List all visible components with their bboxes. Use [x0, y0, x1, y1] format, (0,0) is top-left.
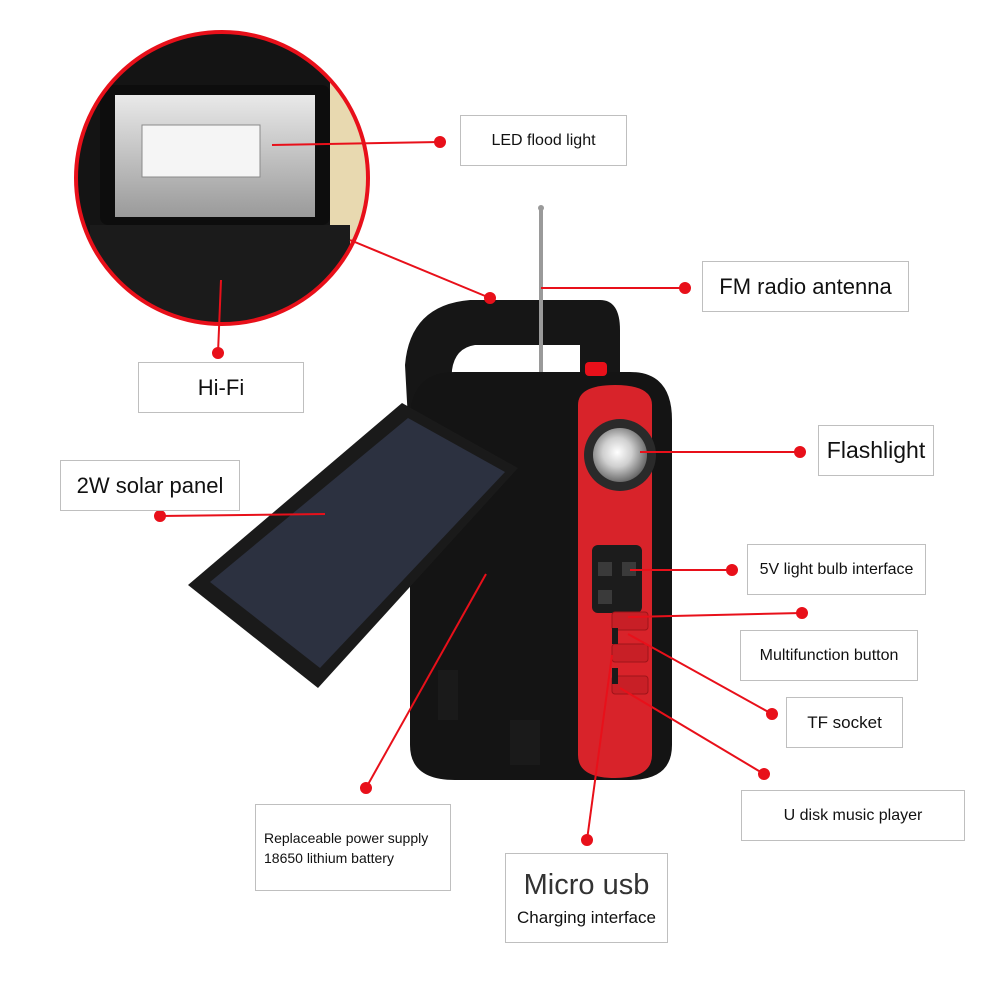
flashlight-label: Flashlight	[818, 425, 934, 476]
micro-usb-subtitle: Charging interface	[517, 907, 656, 927]
solar-panel-label: 2W solar panel	[60, 460, 240, 511]
u-disk-music-player-label: U disk music player	[741, 790, 965, 841]
led-flood-light-label: LED flood light	[460, 115, 627, 166]
light-bulb-interface-label: 5V light bulb interface	[747, 544, 926, 595]
zoom-inset	[74, 30, 370, 326]
multifunction-button-label: Multifunction button	[740, 630, 918, 681]
battery-label-line2: 18650 lithium battery	[264, 849, 394, 866]
tf-socket-label: TF socket	[786, 697, 903, 748]
battery-label-line1: Replaceable power supply	[264, 829, 429, 846]
battery-label: Replaceable power supply 18650 lithium b…	[255, 804, 451, 891]
fm-radio-antenna-label: FM radio antenna	[702, 261, 909, 312]
flood-light-housing	[100, 85, 330, 225]
solar-panel	[188, 403, 518, 688]
callout-lines	[154, 136, 808, 846]
hi-fi-label: Hi-Fi	[138, 362, 304, 413]
micro-usb-title: Micro usb	[523, 868, 650, 901]
micro-usb-label: Micro usb Charging interface	[505, 853, 668, 943]
